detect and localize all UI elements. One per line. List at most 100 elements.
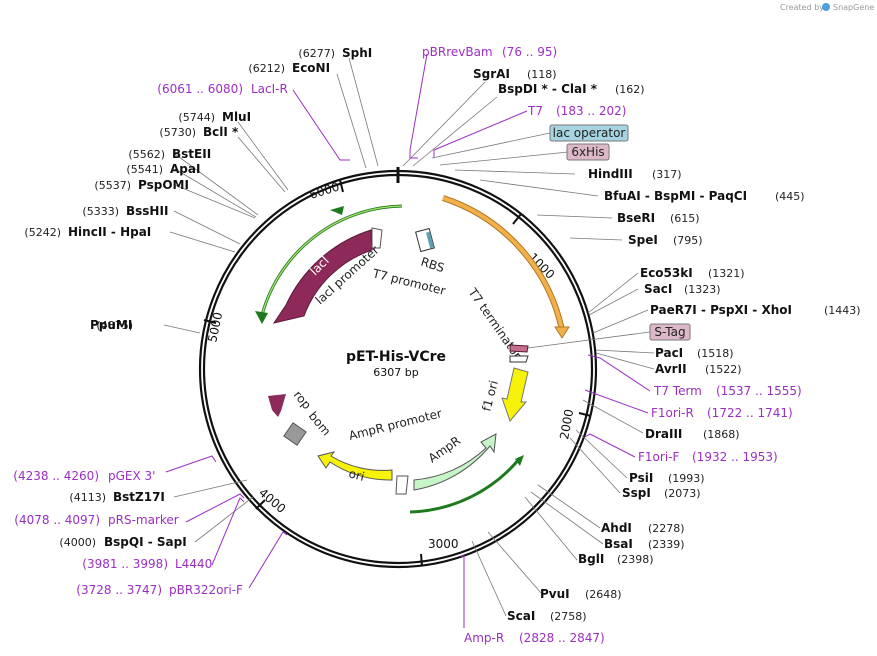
tick-3000 <box>420 553 423 567</box>
tick-label-6000: 6000 <box>308 180 341 202</box>
primer-t7-range: (183 .. 202) <box>556 104 626 118</box>
primer-prs-range: (4078 .. 4097) <box>14 513 100 527</box>
site-name-bsai: BsaI <box>604 537 633 551</box>
primer-t7term-name: T7 Term <box>653 384 702 398</box>
primer-pbrrevbam-name: pBRrevBam <box>422 45 493 59</box>
orf-arc-bottom <box>409 457 522 514</box>
f1-ori-label: f1 ori <box>479 379 501 413</box>
site-pos-paci: (1518) <box>697 347 734 360</box>
site-pos-paer7i: (1443) <box>824 304 861 317</box>
rop-label: rop <box>291 388 314 412</box>
site-name-bstz17i: BstZ17I <box>113 490 165 504</box>
site-pos-sphi: (6277) <box>298 47 335 60</box>
plasmid-size: 6307 bp <box>373 366 418 379</box>
lac-operator-label: lac operator <box>553 126 626 140</box>
primer-l4440-name: L4440 <box>175 557 212 571</box>
site-name-pvui: PvuI <box>540 587 570 601</box>
lacI-promoter-box <box>371 227 383 249</box>
site-name-bgli: BglI <box>578 552 604 566</box>
site-name-paci: PacI <box>655 346 683 360</box>
tick-label-2000: 2000 <box>557 408 576 441</box>
site-pos-draiii: (1868) <box>703 428 740 441</box>
lac-operator-box <box>549 124 629 142</box>
tick-2000 <box>578 412 592 417</box>
site-name-draiii: DraIII <box>645 427 682 441</box>
site-name-econi: EcoNI <box>292 61 330 75</box>
stag-box <box>649 323 691 341</box>
stag-marker <box>509 344 529 353</box>
ampr-promoter-box <box>395 475 409 495</box>
primer-pgex-range: (4238 .. 4260) <box>13 469 99 483</box>
primer-pbr322-name: pBR322ori-F <box>169 583 243 597</box>
f1-ori-arrow <box>501 367 529 422</box>
site-name-scai: ScaI <box>507 609 535 623</box>
site-pos-bgli: (2398) <box>617 553 654 566</box>
lacI-arrow <box>272 229 373 324</box>
site-pos-psii: (1993) <box>668 472 705 485</box>
orf-arc-left-highlight <box>260 205 403 320</box>
boxed-features: lac operator 6xHis S-Tag <box>549 124 691 341</box>
tick-5000 <box>203 319 217 324</box>
site-name-apai: ApaI <box>170 162 200 176</box>
site-name-psii: PsiI <box>629 471 653 485</box>
site-name-sspi: SspI <box>622 486 651 500</box>
primer-amp-r-range: (2828 .. 2847) <box>519 631 605 645</box>
tick-6000 <box>339 179 344 193</box>
site-name-bseri: BseRI <box>617 211 655 225</box>
site-name-saci: SacI <box>644 282 672 296</box>
site-name-bsshii: BssHII <box>126 204 168 218</box>
site-pos-scai: (2758) <box>550 610 587 623</box>
t7-terminator-arc-head <box>554 326 570 339</box>
site-name-avrii: AvrII <box>655 362 687 376</box>
site-pos-hindiii: (317) <box>652 168 682 181</box>
site-pos-bsshii: (5333) <box>82 205 119 218</box>
orf-arc-left-head <box>255 311 268 324</box>
primer-l4440-range: (3981 .. 3998) <box>82 557 168 571</box>
site-name-bsteii: BstEII <box>172 147 211 161</box>
primer-t7-name: T7 <box>527 104 543 118</box>
site-pos-bsai: (2339) <box>648 538 685 551</box>
site-name-ppumi: PpuMI <box>90 318 132 332</box>
site-pos-bseri: (615) <box>670 212 700 225</box>
stag-label: S-Tag <box>654 325 685 339</box>
primer-laci-r-range: (6061 .. 6080) <box>157 82 243 96</box>
ori-arrow <box>317 451 393 481</box>
site-pos-mlui: (5744) <box>178 111 215 124</box>
site-pos-avrii: (1522) <box>705 363 742 376</box>
orf-arc-bottom-head <box>515 455 524 466</box>
credit-brand: SnapGene <box>833 3 874 12</box>
t7-terminator-arc <box>442 196 564 331</box>
6xhis-label: 6xHis <box>571 145 604 159</box>
bom-label: bom <box>306 409 334 438</box>
primer-amp-r-name: Amp-R <box>464 631 504 645</box>
site-pos-econi: (6212) <box>248 62 285 75</box>
primer-pbrrevbam-range: (76 .. 95) <box>502 45 557 59</box>
primers: pBRrevBam (76 .. 95) (6061 .. 6080) LacI… <box>13 45 801 645</box>
site-name-eco53ki: Eco53kI <box>640 266 693 280</box>
primer-f1ori-f-name: F1ori-F <box>638 450 679 464</box>
tick-1000 <box>512 213 522 225</box>
restriction-sites: (6277) SphI (6212) EcoNI SgrAI (118) Bsp… <box>24 46 860 623</box>
site-pos-ahdi: (2278) <box>648 522 685 535</box>
snapgene-logo-icon <box>822 3 830 11</box>
primer-f1ori-r-name: F1ori-R <box>651 406 694 420</box>
site-pos-bspdi-clai: (162) <box>615 83 645 96</box>
primer-prs-name: pRS-marker <box>108 513 179 527</box>
site-pos-ppumi: (4875) <box>96 319 133 332</box>
site-name-hindiii: HindIII <box>588 167 633 181</box>
primer-laci-r-name: LacI-R <box>251 82 288 96</box>
ampr-label: AmpR <box>426 433 463 465</box>
site-pos-bstz17i: (4113) <box>69 491 106 504</box>
6xhis-box <box>566 143 610 161</box>
ampr-arrow <box>413 433 497 491</box>
site-name-spei: SpeI <box>628 233 658 247</box>
ampr-promoter-label: AmpR promoter <box>347 406 443 443</box>
site-name-ahdi: AhdI <box>601 521 632 535</box>
site-name-pspomi: PspOMI <box>138 178 189 192</box>
site-pos-saci: (1323) <box>684 283 721 296</box>
tick-4000 <box>255 499 266 510</box>
bom-box <box>283 422 307 446</box>
site-pos-spei: (795) <box>673 234 703 247</box>
site-name-bfuai: BfuAI - BspMI - PaqCI <box>604 189 747 203</box>
